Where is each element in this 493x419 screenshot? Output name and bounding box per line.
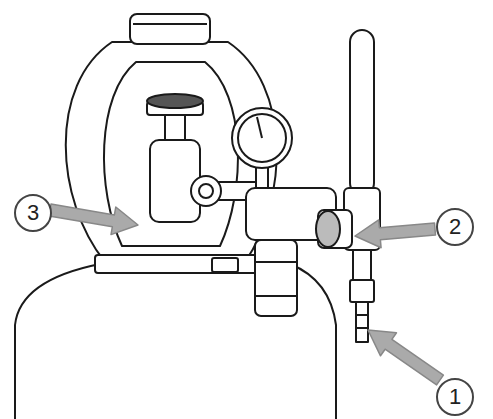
collar — [95, 255, 267, 273]
outlet-stem — [353, 250, 371, 280]
collar-clamp — [212, 258, 238, 272]
callout-arrow — [368, 330, 443, 385]
filter-band — [255, 261, 297, 263]
gauge-face — [238, 114, 286, 162]
callout-arrow — [49, 204, 138, 235]
hose-barb — [356, 302, 368, 342]
flowmeter-tube — [350, 30, 374, 195]
barb-ring — [356, 327, 368, 329]
handwheel-top — [147, 94, 203, 108]
filter-band — [255, 295, 297, 297]
callout-number: 1 — [449, 386, 461, 408]
valve-outlet-nut — [191, 176, 221, 206]
valve-outlet-bore — [199, 184, 213, 198]
filter-bowl — [255, 240, 297, 316]
outlet-nut — [350, 280, 374, 302]
callout-circle: 1 — [436, 378, 474, 416]
guard-top — [130, 14, 210, 44]
callout-circle: 3 — [14, 194, 52, 232]
gauge — [232, 108, 292, 168]
knob-face — [316, 211, 340, 247]
valve-stem — [165, 112, 185, 142]
callout-arrow — [355, 220, 436, 248]
barb-ring — [356, 314, 368, 316]
guard-top-line — [133, 23, 207, 25]
gauge-needle — [257, 117, 262, 138]
callout-number: 3 — [27, 202, 39, 224]
valve-body — [150, 140, 200, 222]
callout-number: 2 — [449, 216, 461, 238]
callout-circle: 2 — [436, 208, 474, 246]
